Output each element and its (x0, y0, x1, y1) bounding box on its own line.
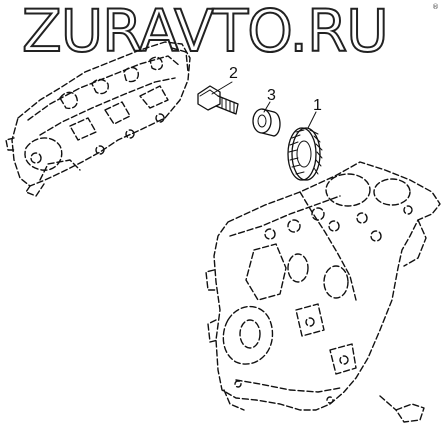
engine-block-icon (205, 161, 441, 423)
callout-2: 2 (229, 65, 238, 82)
watermark-logo: ZURAVTO.RU (21, 1, 390, 61)
callout-3: 3 (267, 87, 276, 104)
gear-icon (287, 127, 323, 181)
engine-cover-icon (5, 41, 191, 197)
bushing-icon (252, 108, 281, 137)
leader-lines (211, 81, 317, 129)
watermark-text: ZURAVTO.RU (21, 0, 390, 65)
bolt-icon (197, 85, 239, 115)
callout-1: 1 (313, 97, 322, 114)
registered-mark: ® (432, 3, 439, 11)
